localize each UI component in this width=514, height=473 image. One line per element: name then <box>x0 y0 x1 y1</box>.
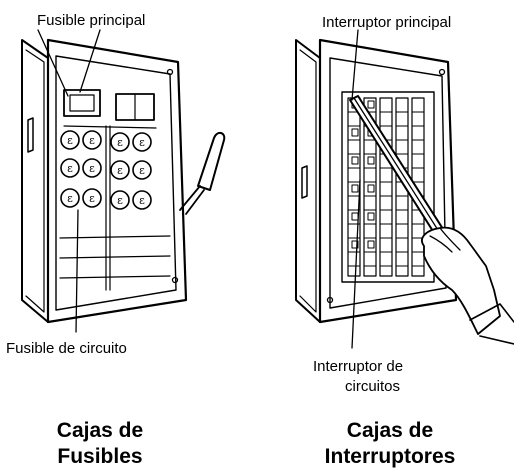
circuit-fuse-icon <box>60 158 80 178</box>
fuse-glyph: ε <box>67 134 73 147</box>
fuse-glyph: ε <box>139 164 145 177</box>
breaker-toggle <box>367 100 375 109</box>
main-fuse-label: Fusible principal <box>37 12 146 29</box>
circuit-fuse-grid: ε ε ε ε ε ε ε ε ε ε ε ε <box>60 130 152 210</box>
breaker-toggle <box>367 240 375 249</box>
fuse-glyph: ε <box>139 194 145 207</box>
circuit-fuse-icon <box>132 160 152 180</box>
circuit-fuse-icon <box>82 188 102 208</box>
breaker-column <box>363 97 377 277</box>
circuit-fuse-label: Fusible de circuito <box>6 340 127 357</box>
circuit-fuse-icon <box>82 158 102 178</box>
fuse-glyph: ε <box>67 162 73 175</box>
fuse-glyph: ε <box>67 192 73 205</box>
main-breaker-label: Interruptor principal <box>322 14 452 31</box>
fuse-glyph: ε <box>89 162 95 175</box>
circuit-fuse-icon <box>110 190 130 210</box>
fuse-glyph: ε <box>117 164 123 177</box>
circuit-breaker-label-line1: Interruptor de <box>313 358 404 375</box>
circuit-fuse-icon <box>82 130 102 150</box>
fuse-glyph: ε <box>139 136 145 149</box>
breaker-toggle <box>351 240 359 249</box>
fuse-box-illustration <box>21 29 226 333</box>
breaker-toggle <box>367 212 375 221</box>
fuse-glyph: ε <box>117 194 123 207</box>
breaker-toggle <box>367 184 375 193</box>
breaker-toggle <box>351 184 359 193</box>
breaker-toggle <box>367 156 375 165</box>
fuse-glyph: ε <box>89 192 95 205</box>
fuse-box-frame <box>46 38 188 324</box>
circuit-fuse-icon <box>132 190 152 210</box>
circuit-fuse-icon <box>110 160 130 180</box>
breaker-box-illustration <box>295 38 458 324</box>
fuse-glyph: ε <box>89 134 95 147</box>
fuse-box-lever <box>179 185 205 215</box>
breaker-column <box>379 97 393 277</box>
main-fuse-left <box>63 89 101 117</box>
breaker-box-title-line1: Cajas de <box>346 419 434 442</box>
breaker-toggle <box>351 156 359 165</box>
breaker-toggle <box>351 128 359 137</box>
hand-with-screwdriver <box>349 29 514 349</box>
circuit-fuse-icon <box>60 130 80 150</box>
circuit-fuse-icon <box>110 132 130 152</box>
circuit-fuse-icon <box>132 132 152 152</box>
breaker-box-frame <box>318 38 458 324</box>
fuse-glyph: ε <box>117 136 123 149</box>
circuit-breaker-label-line2: circuitos <box>345 378 401 395</box>
fuse-box-title-line2: Fusibles <box>57 445 143 468</box>
fuse-box-title-line1: Cajas de <box>56 419 144 442</box>
breaker-toggle <box>351 212 359 221</box>
breaker-box-title-line2: Interruptores <box>324 445 456 468</box>
circuit-fuse-icon <box>60 188 80 208</box>
